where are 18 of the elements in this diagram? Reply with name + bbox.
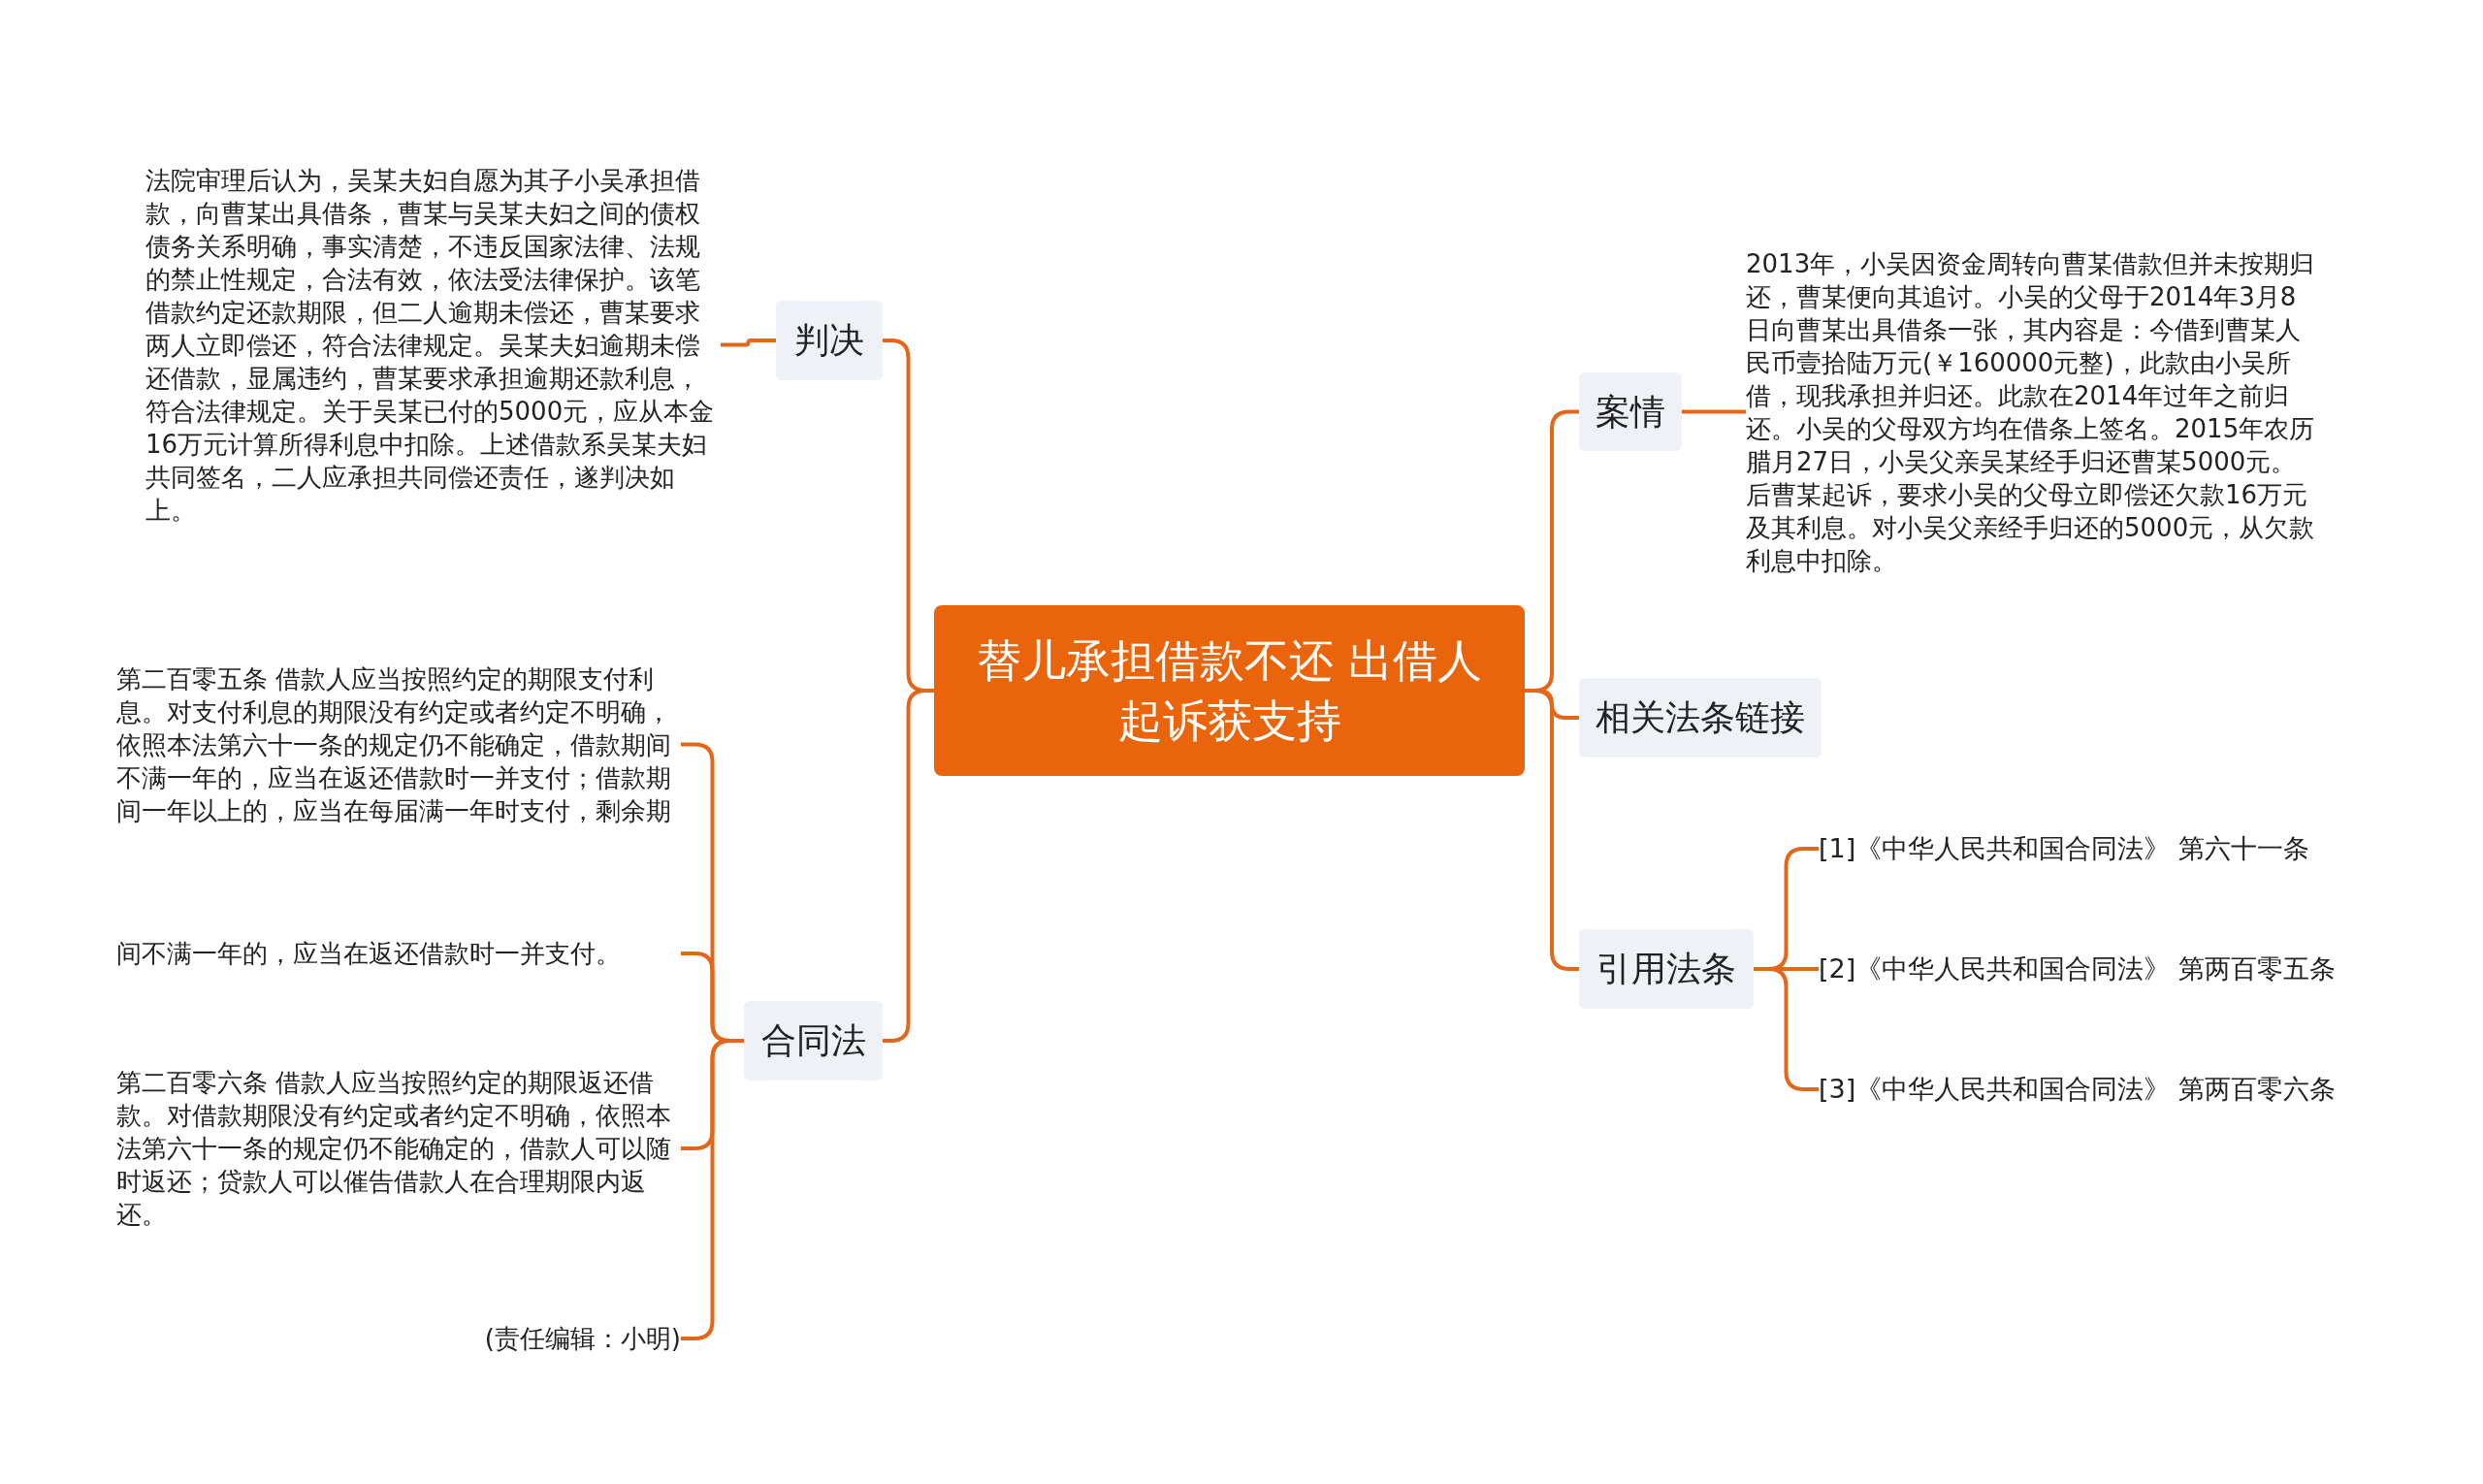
connector-line [721,339,776,347]
branch-topic: 相关法条链接 [1579,678,1822,758]
reference-text: [1]《中华人民共和国合同法》 第六十一条 [1819,820,2420,878]
branch-topic: 合同法 [744,1001,883,1081]
branch-topic: 判决 [776,301,883,380]
topic-text: 第二百零五条 借款人应当按照约定的期限支付利息。对支付利息的期限没有约定或者约定不明确，依照本法第六十一条的规定仍不能确定，借款期间不满一年的，应当在返还借款时一并支付；借款期间一年以上的，应当在每届满一年时支付，剩余期 [116,641,681,848]
topic-text: (责任编辑：小明) [407,1311,681,1366]
branch-topic: 案情 [1579,372,1682,451]
reference-text: [2]《中华人民共和国合同法》 第两百零五条 [1819,940,2420,998]
branch-topic: 引用法条 [1579,929,1754,1009]
topic-text: 间不满一年的，应当在返还借款时一并支付。 [116,926,681,981]
topic-text: 第二百零六条 借款人应当按照约定的期限返还借款。对借款期限没有约定或者约定不明确，依照本法第六十一条的规定仍不能确定的，借款人可以随时返还；贷款人可以催告借款人在合理期限内返还。 [116,1061,681,1236]
topic-text: 2013年，小吴因资金周转向曹某借款但并未按期归还，曹某便向其追讨。小吴的父母于2014年3月8日向曹某出具借条一张，其内容是：今借到曹某人民币壹拾陆万元(￥160000元整)，此款由小吴所借，现我承担并归还。此款在2014年过年之前归还。小吴的父母双方均在借条上签名。2015年农历腊月27日，小吴父亲吴某经手归还曹某5000元。后曹某起诉，要求小吴的父母立即偿还欠款16万元及其利息。对小吴父亲经手归还的5000元，从欠款利息中扣除。 [1746,218,2318,606]
connector-line [1682,409,1746,414]
central-topic: 替儿承担借款不还 出借人起诉获支持 [934,605,1525,776]
connector-line [883,689,934,1043]
reference-text: [3]《中华人民共和国合同法》 第两百零六条 [1819,1060,2420,1118]
topic-text: 法院审理后认为，吴某夫妇自愿为其子小吴承担借款，向曹某出具借条，曹某与吴某夫妇之间的债权债务关系明确，事实清楚，不违反国家法律、法规的禁止性规定，合法有效，依法受法律保护。该笔借款约定还款期限，但二人逾期未偿还，曹某要求两人立即偿还，符合法律规定。吴某夫妇逾期未偿还借款，显属违约，曹某要求承担逾期还款利息，符合法律规定。关于吴某已付的5000元，应从本金16万元计算所得利息中扣除。上述借款系吴某夫妇共同签名，二人应承担共同偿还责任，遂判决如上。 [145,135,721,555]
